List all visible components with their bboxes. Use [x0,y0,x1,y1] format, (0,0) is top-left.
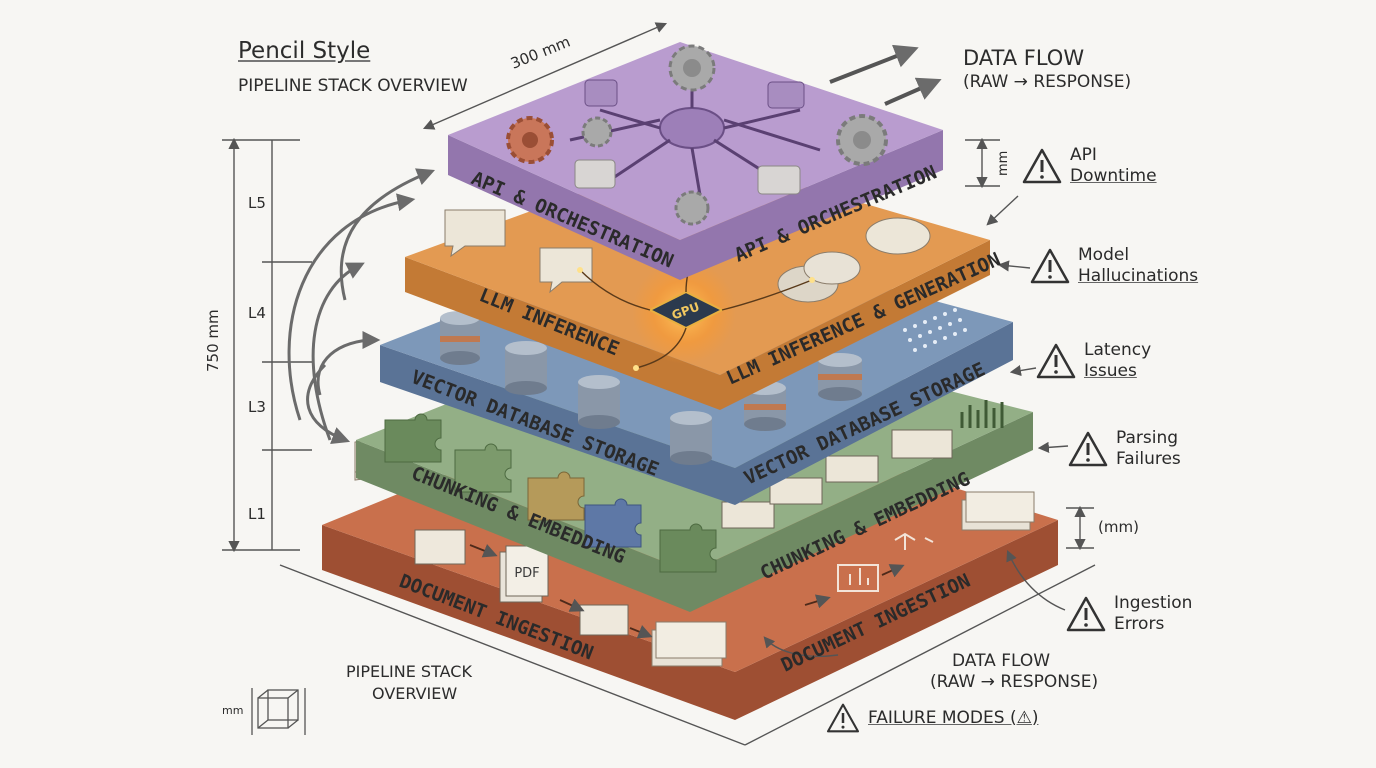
failure-line1: Parsing [1116,428,1179,448]
warning-icon [1068,431,1108,467]
failure-line1: Model [1078,245,1130,265]
layer-marker-l4: L4 [248,304,266,322]
failure-line1: Latency [1084,340,1152,360]
vector-dot-grid [903,308,967,352]
layer-thickness-label: mm [996,150,1011,176]
hub-icon [569,80,821,196]
warning-icon [1022,148,1062,184]
glow-nodes [577,229,815,371]
puzzle-piece-icon [384,413,717,573]
data-flow-arrows-top [829,44,942,106]
dimension-lines [222,22,1096,746]
subtitle: PIPELINE STACK OVERVIEW [238,76,468,96]
failure-pointer-arrows [763,195,1069,657]
chart-icon [837,532,934,592]
warning-icon [1066,596,1106,632]
flow-arrows [469,544,905,639]
footer-data-flow-subtitle: (RAW → RESPONSE) [930,672,1099,692]
footer-failure-modes-label: FAILURE MODES (⚠) [868,707,1039,728]
warning-icon [1030,248,1070,284]
footer-data-flow-title: DATA FLOW [952,651,1051,671]
failure-line2: Errors [1114,614,1165,634]
pdf-file-label: PDF [514,566,539,581]
scale-cube-icon [251,688,306,735]
pdf-file-icon [499,545,549,603]
failure-line2: Downtime [1070,166,1157,186]
warning-icon [1036,343,1076,379]
layer-marker-l5: L5 [248,194,266,212]
footer-stack-overview-line2: OVERVIEW [372,684,458,703]
layer-marker-l3: L3 [248,398,266,416]
style-title: Pencil Style [238,38,371,64]
footer-stack-overview-line1: PIPELINE STACK [346,662,472,681]
scale-icon-label: mm [222,704,244,717]
chat-bubble-icon [444,209,931,303]
document-stack-icon [651,621,727,667]
base-thickness-label: (mm) [1098,518,1139,536]
document-stack-icon [961,491,1035,531]
document-icon [414,529,629,636]
failure-line1: Ingestion [1114,593,1193,613]
layer-marker-l1: L1 [248,505,266,523]
failure-line2: Failures [1116,449,1181,469]
database-cylinder-icon [440,311,862,465]
footer-failure-modes: FAILURE MODES (⚠) [826,703,1038,733]
text-chunk-icon [721,429,953,529]
height-dimension-label: 750 mm [204,309,222,372]
failure-line2: Issues [1084,361,1137,381]
data-flow-title: DATA FLOW [963,46,1085,70]
failure-line1: API [1070,145,1097,165]
failure-line2: Hallucinations [1078,266,1199,286]
data-flow-arrows-left [287,168,436,444]
vector-bars-icon [960,400,1004,428]
data-flow-subtitle: (RAW → RESPONSE) [963,72,1132,92]
warning-icon [826,703,860,733]
